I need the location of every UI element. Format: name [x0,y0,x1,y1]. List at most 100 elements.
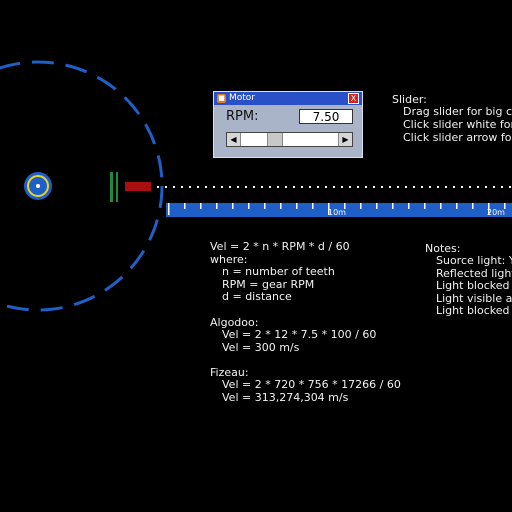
beam-dot [189,186,191,188]
beam-dot [397,186,399,188]
beam-dot [389,186,391,188]
beam-dot [309,186,311,188]
beam-dot [181,186,183,188]
motor-app-icon: ■ [217,94,226,103]
slider-help-line: Click slider arrow for [403,131,512,144]
motor-window[interactable]: ■ Motor X RPM: ◀ ▶ [213,91,363,158]
formula-where: where: [210,253,248,266]
ruler-label-20m: 20m [487,208,505,217]
ruler-tick [216,203,218,209]
formula-def: RPM = gear RPM [222,278,315,291]
ruler-tick [296,203,298,209]
notes-line: Light blocked a [436,304,512,317]
slider-help-line: Drag slider for big ch [403,105,512,118]
beam-dot [461,186,463,188]
beam-dot [293,186,295,188]
algodoo-line: Vel = 300 m/s [222,341,300,354]
light-beam [157,186,511,188]
beam-dot [277,186,279,188]
beam-dot [437,186,439,188]
slider-right-arrow-icon[interactable]: ▶ [338,133,352,146]
beam-dot [413,186,415,188]
motor-window-titlebar[interactable]: ■ Motor X [214,92,362,105]
rpm-label: RPM: [226,109,259,124]
beam-dot [301,186,303,188]
ruler-tick [488,203,490,215]
motor-window-title: Motor [229,93,256,103]
notes-line: Reflected light [436,267,512,280]
beam-dot [445,186,447,188]
beam-dot [373,186,375,188]
beam-dot [269,186,271,188]
fizeau-line: Vel = 2 * 720 * 756 * 17266 / 60 [222,378,401,391]
beam-dot [501,186,503,188]
beam-dot [261,186,263,188]
slider-thumb[interactable] [267,133,283,146]
ruler-tick [456,203,458,209]
formula-def: n = number of teeth [222,265,335,278]
beam-dot [165,186,167,188]
ruler-tick [200,203,202,209]
beam-dot [341,186,343,188]
ruler-tick [248,203,250,209]
notes-line: Light blocked a [436,279,512,292]
beam-dot [509,186,511,188]
beam-dot [349,186,351,188]
beam-dot [485,186,487,188]
beam-dot [469,186,471,188]
ruler-tick [504,203,506,209]
close-button[interactable]: X [348,93,359,104]
beam-dot [421,186,423,188]
beam-dot [285,186,287,188]
beam-dot [493,186,495,188]
formula-main: Vel = 2 * n * RPM * d / 60 [210,240,350,253]
slider-help-heading: Slider: [392,93,427,106]
notes-line: Light visible at [436,292,512,305]
beam-dot [221,186,223,188]
slider-left-arrow-icon[interactable]: ◀ [227,133,241,146]
mirror[interactable] [110,172,118,202]
beam-dot [205,186,207,188]
beam-dot [381,186,383,188]
beam-dot [325,186,327,188]
notes-heading: Notes: [425,242,461,255]
beam-dot [245,186,247,188]
algodoo-line: Vel = 2 * 12 * 7.5 * 100 / 60 [222,328,377,341]
fizeau-line: Vel = 313,274,304 m/s [222,391,349,404]
wheel-hub[interactable] [24,172,52,200]
ruler-tick [232,203,234,209]
light-emitter[interactable] [125,182,151,191]
ruler-tick [408,203,410,209]
slider-help-line: Click slider white for [403,118,512,131]
ruler-label-10m: 10m [328,208,346,217]
beam-dot [213,186,215,188]
beam-dot [197,186,199,188]
ruler-tick [312,203,314,209]
ruler-tick [472,203,474,209]
beam-dot [357,186,359,188]
beam-dot [429,186,431,188]
ruler-tick [328,203,330,215]
toothed-wheel[interactable] [0,60,164,312]
ruler-tick [264,203,266,209]
beam-dot [157,186,159,188]
ruler-tick [344,203,346,209]
beam-dot [173,186,175,188]
distance-ruler[interactable] [166,203,512,217]
ruler-tick [376,203,378,209]
beam-dot [405,186,407,188]
ruler-tick [392,203,394,209]
rpm-slider[interactable]: ◀ ▶ [226,132,353,147]
beam-dot [237,186,239,188]
beam-dot [253,186,255,188]
fizeau-heading: Fizeau: [210,366,249,379]
ruler-tick [360,203,362,209]
beam-dot [453,186,455,188]
notes-line: Suorce light: Y [436,254,512,267]
formula-def: d = distance [222,290,292,303]
ruler-tick [184,203,186,209]
algodoo-heading: Algodoo: [210,316,259,329]
rpm-input[interactable] [299,109,353,124]
beam-dot [229,186,231,188]
